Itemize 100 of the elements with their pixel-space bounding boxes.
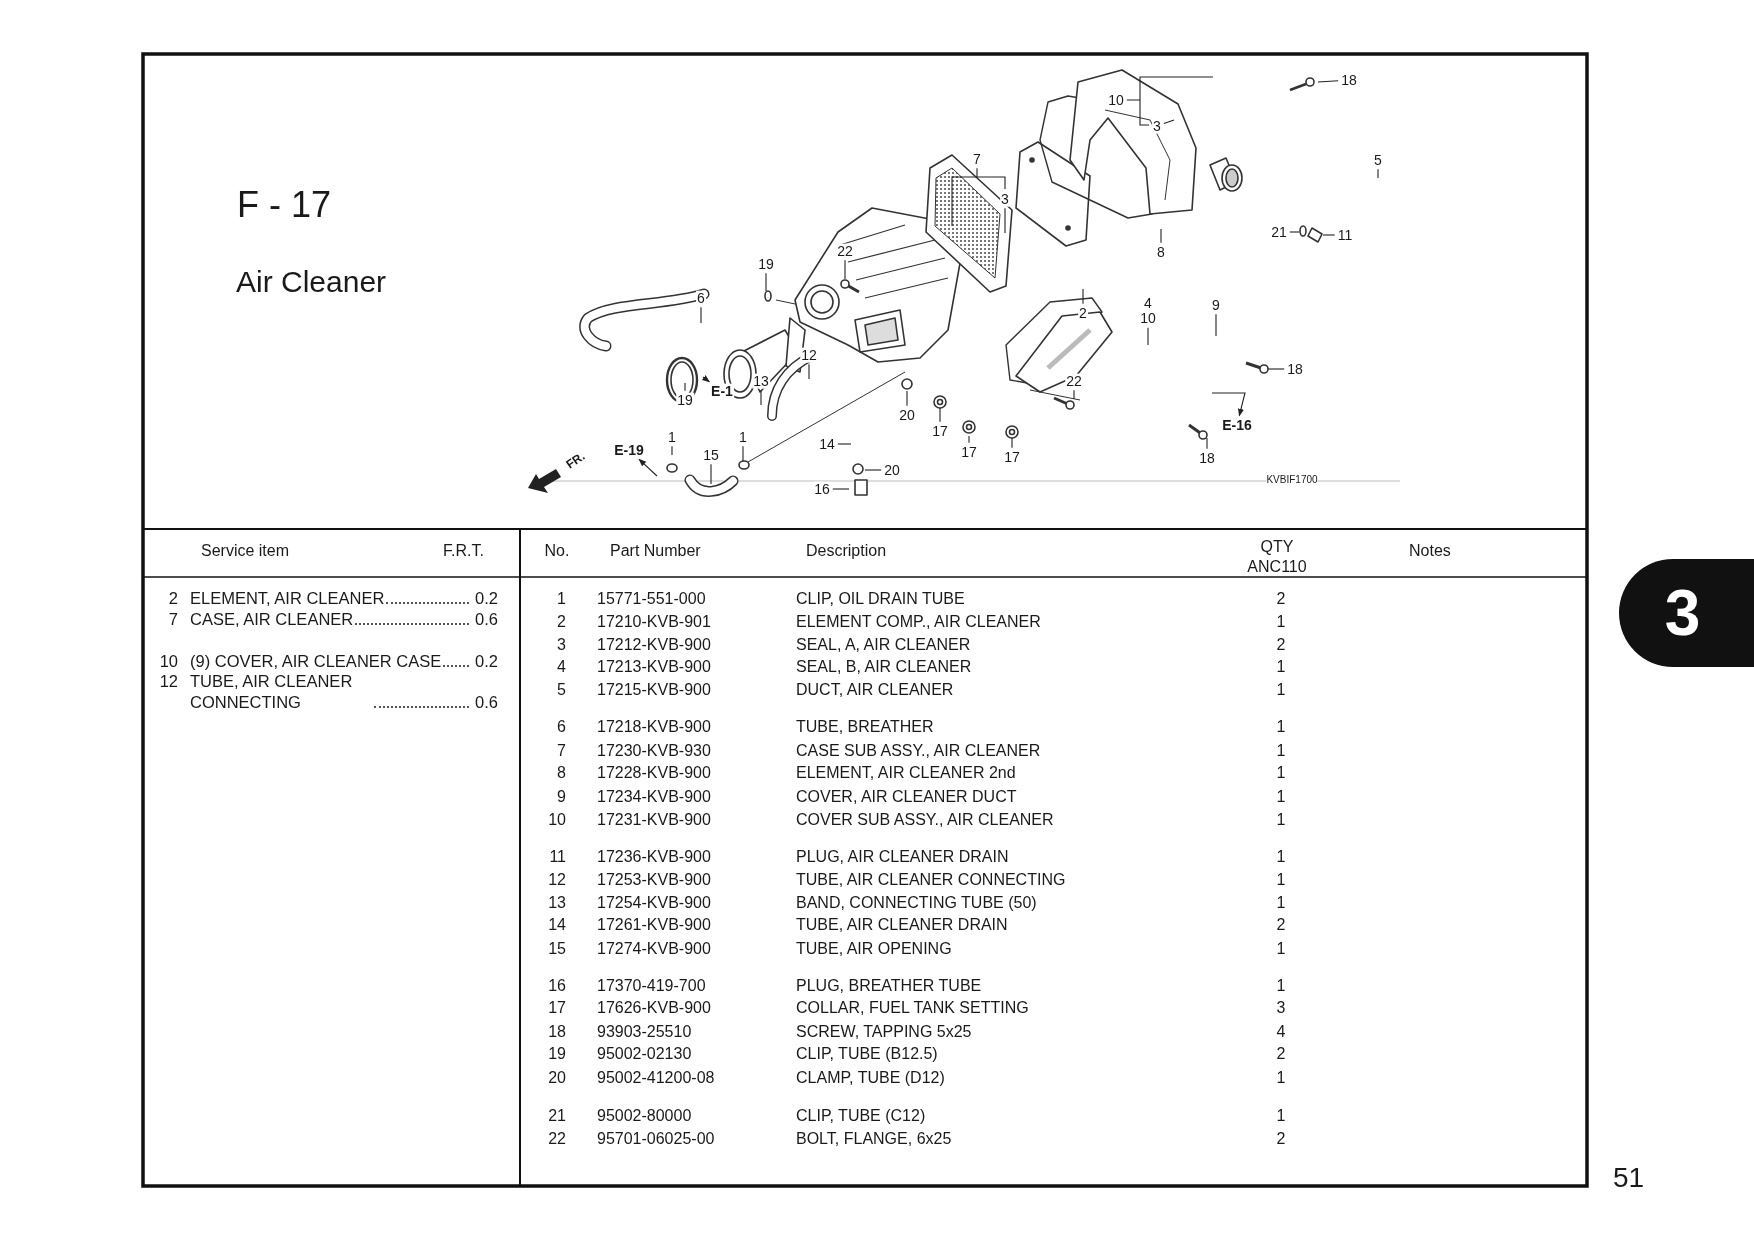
part-quantity: 1 [1276,741,1286,761]
callout-number: 18 [1198,450,1216,466]
part-index: 11 [549,847,566,867]
leader-line [1289,231,1300,233]
leader-line [1163,119,1175,125]
leader-line [968,435,970,444]
part-description: BOLT, FLANGE, 6x25 [796,1129,952,1149]
reference-arrow [701,375,710,383]
callout-number: 20 [898,407,916,423]
part-number: 17370-419-700 [597,976,706,996]
column-header: QTY [1260,537,1294,557]
part-index: 19 [548,1044,566,1064]
leader-line [1322,234,1336,236]
leader-line [1147,327,1149,346]
leader-line [1004,207,1006,234]
part-number: 93903-25510 [597,1022,692,1042]
reference-label: E-1 [710,383,734,399]
part-quantity: 1 [1276,870,1286,890]
part-quantity: 2 [1276,1129,1286,1149]
part-number: 17212-KVB-900 [597,635,711,655]
column-header: Notes [1409,541,1451,561]
leader-line [1206,437,1208,450]
leader-line [700,306,702,324]
callout-number: 21 [1270,224,1288,240]
leader-line [671,445,673,456]
part-index: 4 [557,657,566,677]
leader-line [1215,313,1217,337]
callout-number: 7 [972,151,982,167]
part-quantity: 2 [1276,1044,1286,1064]
part-quantity: 2 [1276,635,1286,655]
part-description: CLIP, TUBE (B12.5) [796,1044,938,1064]
column-header: Description [806,541,887,561]
part-number: 17274-KVB-900 [597,939,711,959]
leader-line [1082,288,1084,305]
callout-number: 17 [931,423,949,439]
part-quantity: 1 [1276,1106,1286,1126]
service-item-name: CASE, AIR CLEANER [190,609,475,630]
reference-arrow [1211,392,1246,417]
part-description: BAND, CONNECTING TUBE (50) [796,893,1037,913]
part-number: 17218-KVB-900 [597,717,711,737]
part-quantity: 1 [1276,939,1286,959]
callout-number: 1 [738,429,748,445]
part-description: TUBE, AIR CLEANER CONNECTING [796,870,1066,890]
callout-number: 19 [757,256,775,272]
leader-line [951,167,1006,227]
part-description: PLUG, AIR CLEANER DRAIN [796,847,1009,867]
leader-line [906,390,908,407]
part-number: 95701-06025-00 [597,1129,715,1149]
leader-line [837,443,852,445]
part-quantity: 3 [1276,998,1286,1018]
part-index: 7 [557,741,566,761]
part-quantity: 1 [1276,893,1286,913]
part-number: 95002-41200-08 [597,1068,715,1088]
leader-line [1073,389,1075,400]
part-number: 95002-80000 [597,1106,692,1126]
column-header: No. [544,541,570,561]
column-header: Service item [201,541,290,561]
flat-rate-time: 0.2 [475,588,499,609]
callout-number: 1 [667,429,677,445]
leader-line [939,407,941,423]
leader-line [765,272,767,292]
part-quantity: 1 [1276,717,1286,737]
part-description: DUCT, AIR CLEANER [796,680,954,700]
part-quantity: 1 [1276,847,1286,867]
callout-number: 18 [1286,361,1304,377]
part-description: TUBE, AIR OPENING [796,939,952,959]
part-description: SEAL, A, AIR CLEANER [796,635,971,655]
column-header: ANC110 [1247,557,1307,577]
service-item-number: 7 [167,609,178,630]
callout-number: 12 [800,347,818,363]
part-quantity: 1 [1276,1068,1286,1088]
page-title: Air Cleaner [236,264,387,300]
part-number: 17231-KVB-900 [597,810,711,830]
part-description: CLIP, TUBE (C12) [796,1106,926,1126]
callout-number: 15 [702,447,720,463]
callout-number: 20 [883,462,901,478]
callout-number: 14 [818,436,836,452]
part-description: ELEMENT COMP., AIR CLEANER [796,612,1041,632]
part-quantity: 1 [1276,680,1286,700]
flat-rate-time: 0.2 [475,651,499,672]
part-number: 17230-KVB-930 [597,741,711,761]
column-header: Part Number [610,541,701,561]
part-description: TUBE, BREATHER [796,717,934,737]
part-number: 15771-551-000 [597,589,706,609]
part-index: 2 [557,612,566,632]
part-quantity: 2 [1276,915,1286,935]
flat-rate-time: 0.6 [475,692,499,713]
part-index: 13 [548,893,566,913]
callout-number: 10 [1139,311,1157,326]
part-number: 17213-KVB-900 [597,657,711,677]
part-description: COLLAR, FUEL TANK SETTING [796,998,1029,1018]
page-number: 51 [1613,1161,1645,1195]
part-index: 20 [548,1068,566,1088]
callout-number: 17 [1003,449,1021,465]
leader-line [1160,228,1162,244]
callout-number: 8 [1156,244,1166,260]
part-description: CLAMP, TUBE (D12) [796,1068,945,1088]
part-index: 21 [548,1106,566,1126]
part-description: PLUG, BREATHER TUBE [796,976,982,996]
part-index: 8 [557,763,566,783]
